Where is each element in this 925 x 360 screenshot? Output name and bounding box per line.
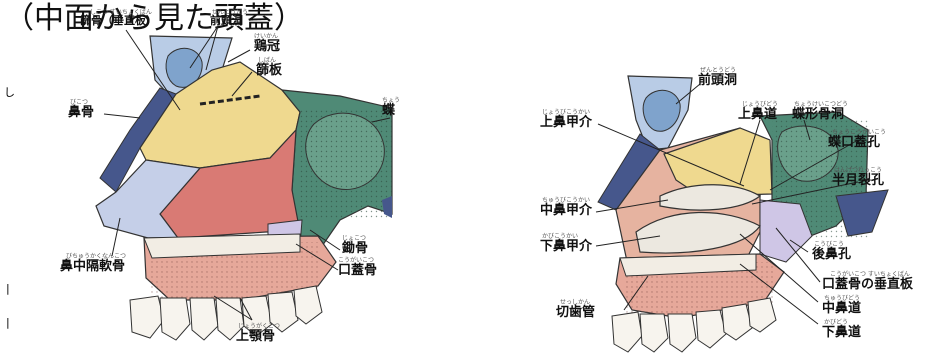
furigana: ぜんとうどう — [212, 8, 248, 16]
furigana: びちゅうかくなんこつ — [66, 252, 126, 260]
label-superior-meatus: 上鼻道 — [738, 106, 777, 122]
label-middle-concha: 中鼻甲介 — [540, 202, 593, 218]
label-nasal-bone: 鼻骨 — [68, 104, 94, 120]
furigana: じょうびこうかい — [542, 108, 590, 116]
margin-mark: し — [4, 86, 15, 99]
inferior-concha-shape — [635, 211, 761, 254]
furigana: じょうがくこつ — [238, 322, 280, 330]
furigana: こうがいこつ — [338, 256, 374, 264]
pterygoid-shape — [835, 189, 889, 237]
margin-mark: | — [6, 316, 10, 329]
middle-concha-shape — [659, 184, 762, 211]
label-inferior-concha: 下鼻甲介 — [540, 238, 593, 254]
hard-palate-strip — [143, 233, 301, 259]
furigana: ぜんとうどう — [700, 66, 736, 74]
label-maxilla: 上顎骨 — [236, 329, 275, 344]
furigana: ちゅうびこうかい — [542, 196, 590, 204]
hard-palate-strip — [619, 253, 757, 277]
label-middle-meatus: 中鼻道 — [822, 300, 861, 316]
furigana: かびどう — [824, 318, 848, 326]
furigana: じょうびどう — [742, 100, 778, 108]
furigana: しばん — [258, 56, 276, 64]
label-semilunar-hiatus: 半月裂孔 — [832, 172, 884, 188]
furigana: こうがいこつ すいちょくばん — [830, 270, 910, 278]
label-incisive-canal: 切歯管 — [556, 304, 595, 320]
label-inferior-meatus: 下鼻道 — [822, 324, 861, 340]
right-leader-lines — [595, 83, 859, 325]
right-skull-section: ぜんとうどう 前頭洞 じょうびどう 上鼻道 ちょうけいこつどう 蝶形骨洞 じょう… — [540, 66, 914, 353]
label-superior-concha: 上鼻甲介 — [540, 114, 593, 130]
label-sphenopalatine-foramen: 蝶口蓋孔 — [828, 134, 880, 150]
label-ethmoid-perpendicular: 篩骨（垂直板） — [80, 13, 157, 27]
label-septal-cartilage: 鼻中隔軟骨 — [60, 258, 125, 274]
label-sphenoid-sinus: 蝶形骨洞 — [792, 106, 844, 122]
furigana: けいかん — [254, 33, 278, 40]
furigana: じょこつ — [342, 235, 366, 242]
label-palatine-bone: 口蓋骨 — [338, 262, 377, 278]
frontal-sinus-shape — [642, 89, 681, 132]
diagram-title: （中面から見た頭蓋） — [4, 1, 304, 36]
margin-mark: | — [6, 282, 10, 295]
right-teeth-row — [611, 297, 777, 353]
furigana: びこつ — [70, 98, 88, 106]
furigana: かびこうかい — [542, 232, 578, 240]
furigana: ちょう — [382, 97, 400, 104]
left-teeth-row — [129, 285, 323, 341]
furigana: しこつ すいちょくばん — [90, 8, 152, 16]
label-cribriform-plate: 篩板 — [256, 62, 283, 78]
sphenoid-tip — [382, 196, 392, 218]
label-frontal-sinus: 前頭洞 — [210, 13, 243, 27]
label-vomer: 鋤骨 — [342, 240, 368, 256]
label-palatine-perpendicular-plate: 口蓋骨の垂直板 — [822, 276, 914, 292]
label-sphenoid-partial: 蝶 — [382, 102, 396, 118]
cribriform-plate-mark — [199, 94, 261, 106]
sphenoid-texture — [300, 110, 392, 220]
left-skull-section: しこつ すいちょくばん 篩骨（垂直板） ぜんとうどう 前頭洞 けいかん 鶏冠 し… — [60, 8, 400, 344]
label-crista-galli: 鶏冠 — [254, 38, 280, 54]
furigana: せっしかん — [560, 299, 590, 306]
furigana: ちょうこうがいこう — [832, 128, 886, 136]
furigana: ちょうけいこつどう — [794, 100, 848, 108]
furigana: こうびこう — [814, 240, 844, 248]
furigana: ちゅうびどう — [824, 294, 860, 302]
left-leader-lines — [103, 25, 391, 321]
furigana: はんげつれっこう — [834, 166, 882, 174]
label-choana: 後鼻孔 — [812, 246, 851, 262]
label-frontal-sinus: 前頭洞 — [698, 72, 737, 88]
